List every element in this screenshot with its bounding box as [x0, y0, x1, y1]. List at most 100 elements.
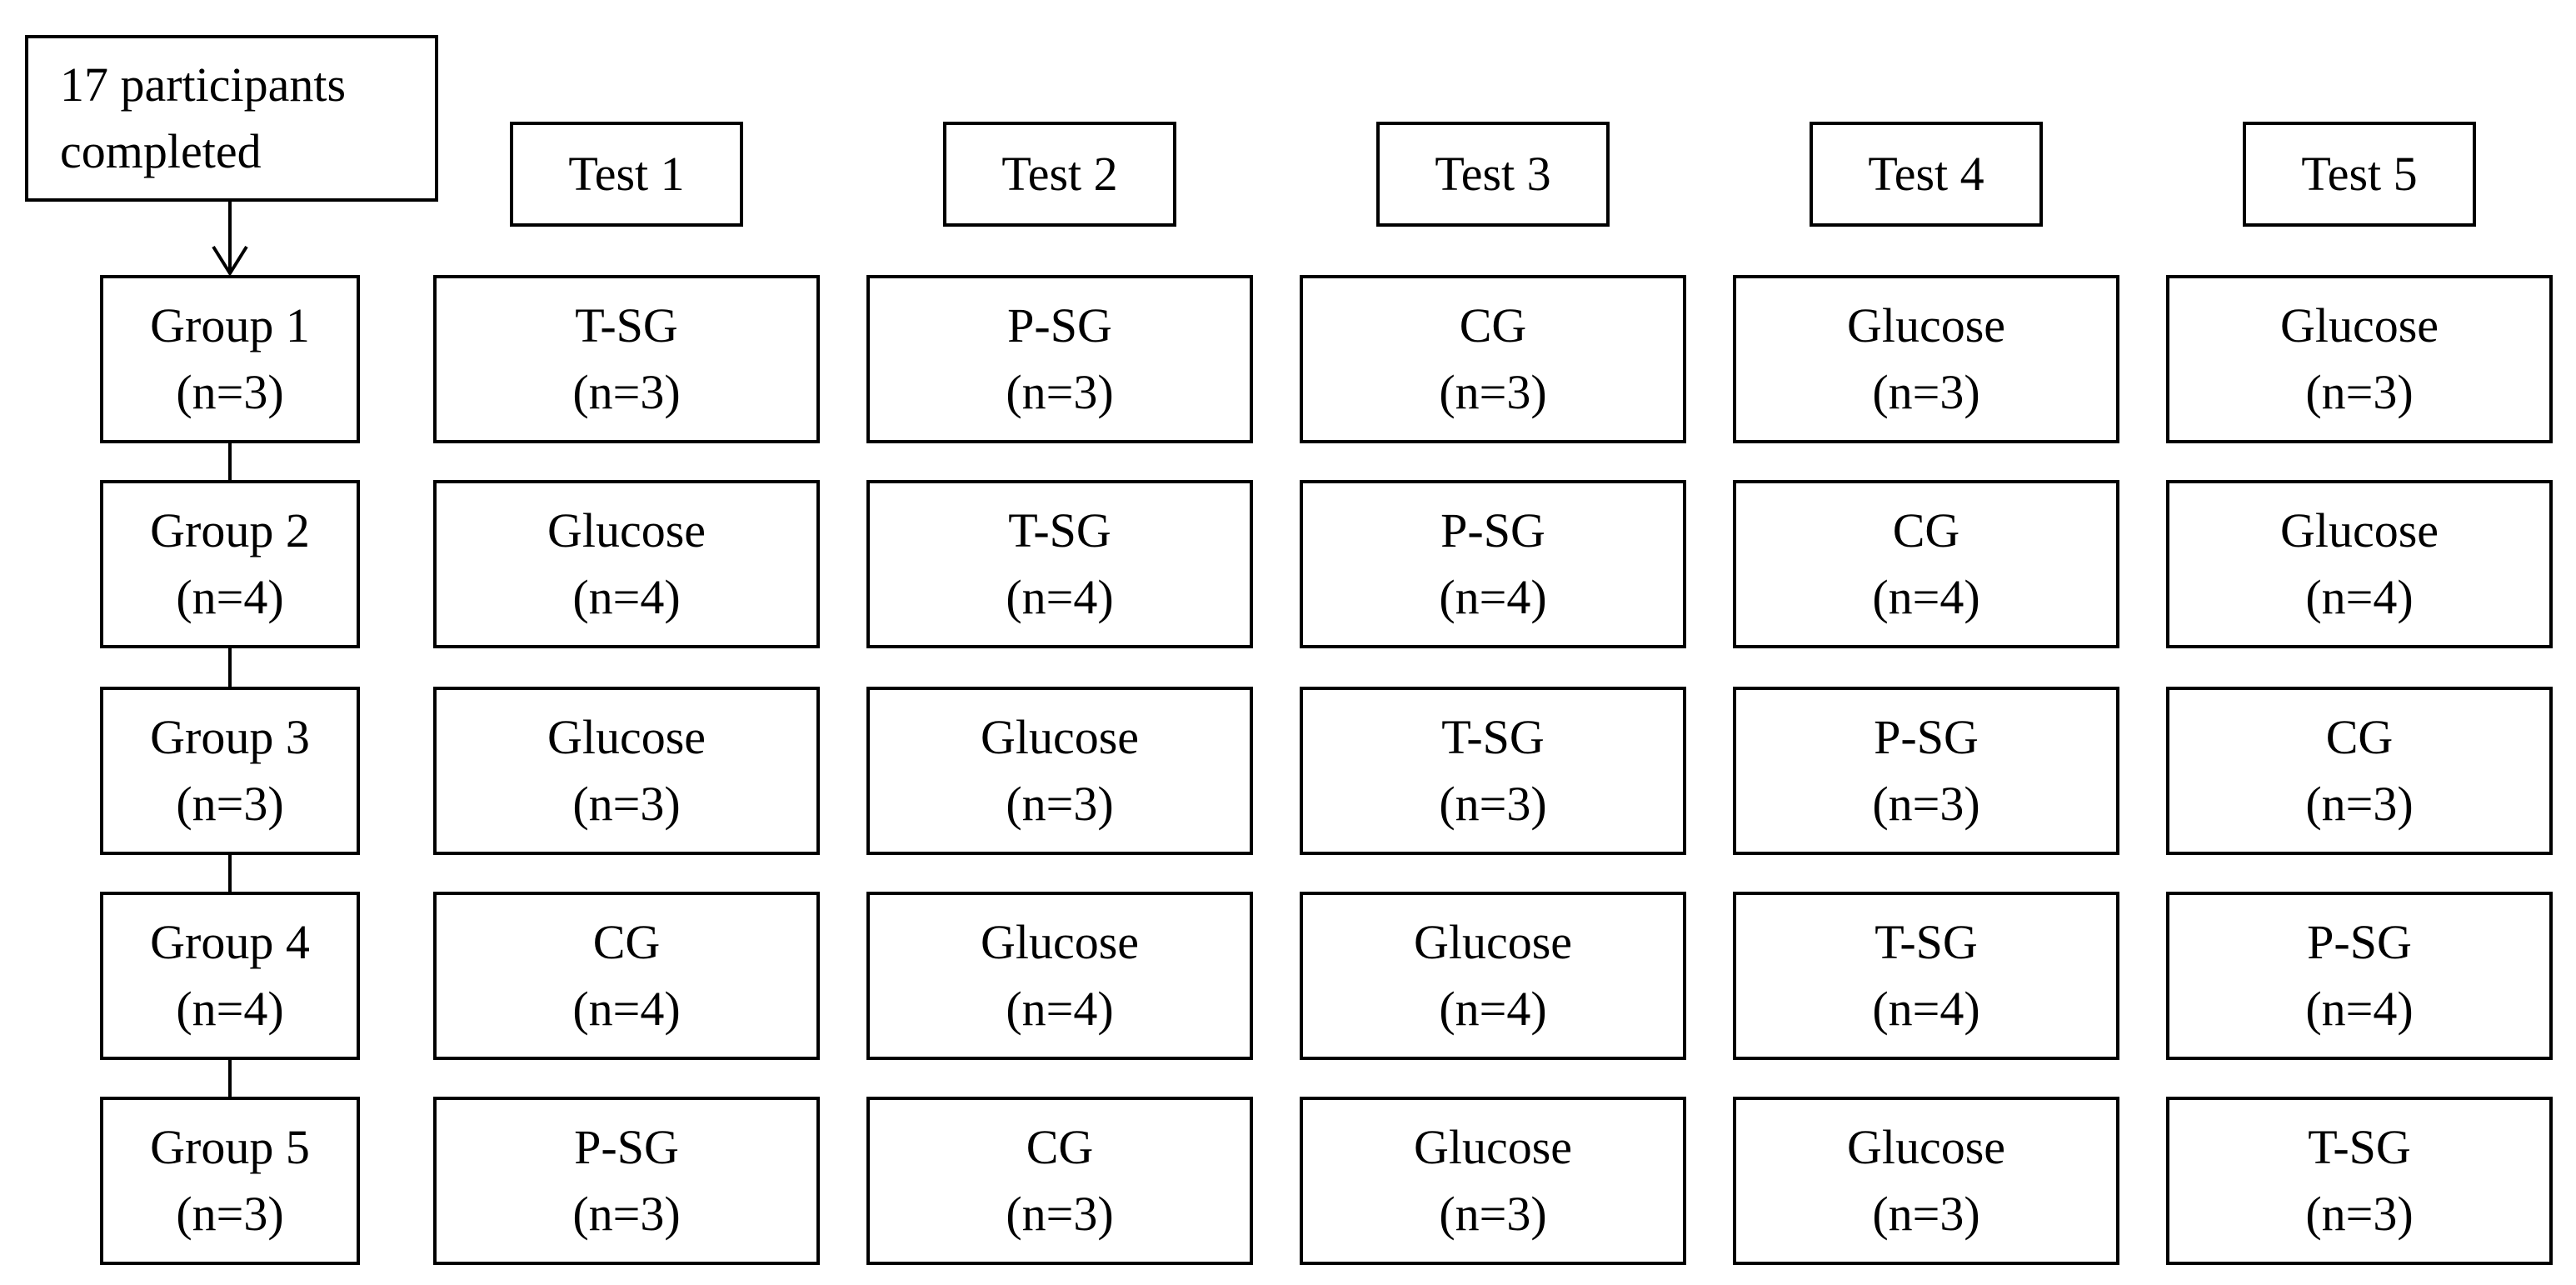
treatment-label: Glucose — [1846, 298, 2006, 352]
test-4-header: Test 4 — [1810, 122, 2043, 227]
group-count: (n=3) — [176, 777, 284, 831]
group-2-test-5-cell: Glucose (n=4) — [2166, 480, 2553, 648]
test-5-header: Test 5 — [2243, 122, 2476, 227]
treatment-count: (n=3) — [1872, 365, 1980, 419]
group-label: Group 5 — [150, 1120, 310, 1174]
group-5-box: Group 5 (n=3) — [100, 1097, 360, 1265]
treatment-count: (n=3) — [2305, 365, 2414, 419]
group-3-test-5-cell: CG (n=3) — [2166, 687, 2553, 855]
treatment-label: CG — [1026, 1120, 1094, 1174]
group-2-test-3-cell: P-SG (n=4) — [1300, 480, 1686, 648]
treatment-count: (n=3) — [2305, 777, 2414, 831]
treatment-count: (n=3) — [1439, 777, 1547, 831]
group-1-test-1-cell: T-SG (n=3) — [433, 275, 820, 443]
treatment-label: CG — [592, 915, 661, 969]
treatment-count: (n=4) — [572, 982, 681, 1036]
treatment-count: (n=3) — [2305, 1187, 2414, 1241]
group-4-test-5-cell: P-SG (n=4) — [2166, 892, 2553, 1060]
group-count: (n=4) — [176, 982, 284, 1036]
test-3-header: Test 3 — [1376, 122, 1610, 227]
treatment-count: (n=3) — [1872, 777, 1980, 831]
group-5-test-2-cell: CG (n=3) — [866, 1097, 1253, 1265]
treatment-count: (n=4) — [1439, 982, 1547, 1036]
treatment-label: T-SG — [2308, 1120, 2411, 1174]
treatment-count: (n=4) — [2305, 982, 2414, 1036]
treatment-label: T-SG — [1875, 915, 1978, 969]
group-label: Group 4 — [150, 915, 310, 969]
group-connector — [228, 647, 232, 687]
group-1-box: Group 1 (n=3) — [100, 275, 360, 443]
test-label: Test 4 — [1868, 147, 1984, 201]
treatment-label: Glucose — [980, 915, 1140, 969]
treatment-label: T-SG — [1441, 710, 1545, 764]
group-3-box: Group 3 (n=3) — [100, 687, 360, 855]
treatment-label: P-SG — [2307, 915, 2412, 969]
treatment-label: P-SG — [1440, 503, 1545, 558]
treatment-label: Glucose — [547, 503, 706, 558]
group-1-test-3-cell: CG (n=3) — [1300, 275, 1686, 443]
group-4-test-1-cell: CG (n=4) — [433, 892, 820, 1060]
test-label: Test 1 — [568, 147, 685, 201]
test-2-header: Test 2 — [943, 122, 1176, 227]
down-arrow-icon — [212, 198, 248, 277]
treatment-label: Glucose — [2279, 503, 2439, 558]
group-3-test-3-cell: T-SG (n=3) — [1300, 687, 1686, 855]
group-count: (n=3) — [176, 365, 284, 419]
group-2-test-2-cell: T-SG (n=4) — [866, 480, 1253, 648]
treatment-count: (n=4) — [2305, 570, 2414, 624]
test-label: Test 3 — [1435, 147, 1551, 201]
treatment-count: (n=4) — [1872, 982, 1980, 1036]
treatment-label: P-SG — [574, 1120, 679, 1174]
test-label: Test 5 — [2301, 147, 2418, 201]
group-5-test-3-cell: Glucose (n=3) — [1300, 1097, 1686, 1265]
treatment-label: Glucose — [980, 710, 1140, 764]
treatment-count: (n=4) — [1006, 982, 1114, 1036]
group-connector — [228, 1058, 232, 1097]
treatment-label: P-SG — [1874, 710, 1979, 764]
group-1-test-5-cell: Glucose (n=3) — [2166, 275, 2553, 443]
group-2-test-1-cell: Glucose (n=4) — [433, 480, 820, 648]
treatment-label: CG — [1892, 503, 1960, 558]
test-label: Test 2 — [1001, 147, 1118, 201]
treatment-count: (n=4) — [1006, 570, 1114, 624]
treatment-label: Glucose — [547, 710, 706, 764]
treatment-label: T-SG — [575, 298, 678, 352]
treatment-count: (n=3) — [1439, 1187, 1547, 1241]
group-4-test-3-cell: Glucose (n=4) — [1300, 892, 1686, 1060]
treatment-count: (n=4) — [1439, 570, 1547, 624]
treatment-count: (n=3) — [1006, 1187, 1114, 1241]
group-connector — [228, 853, 232, 892]
group-4-test-2-cell: Glucose (n=4) — [866, 892, 1253, 1060]
group-label: Group 1 — [150, 298, 310, 352]
group-2-test-4-cell: CG (n=4) — [1733, 480, 2119, 648]
group-3-test-1-cell: Glucose (n=3) — [433, 687, 820, 855]
treatment-count: (n=3) — [572, 365, 681, 419]
group-count: (n=3) — [176, 1187, 284, 1241]
group-5-test-4-cell: Glucose (n=3) — [1733, 1097, 2119, 1265]
treatment-count: (n=3) — [1439, 365, 1547, 419]
group-label: Group 2 — [150, 503, 310, 558]
group-label: Group 3 — [150, 710, 310, 764]
treatment-label: Glucose — [1846, 1120, 2006, 1174]
group-3-test-2-cell: Glucose (n=3) — [866, 687, 1253, 855]
group-connector — [228, 442, 232, 480]
group-5-test-5-cell: T-SG (n=3) — [2166, 1097, 2553, 1265]
group-4-test-4-cell: T-SG (n=4) — [1733, 892, 2119, 1060]
treatment-count: (n=3) — [1006, 365, 1114, 419]
treatment-label: T-SG — [1008, 503, 1111, 558]
group-2-box: Group 2 (n=4) — [100, 480, 360, 648]
treatment-count: (n=3) — [1006, 777, 1114, 831]
treatment-label: P-SG — [1007, 298, 1112, 352]
treatment-label: Glucose — [2279, 298, 2439, 352]
treatment-label: CG — [2325, 710, 2394, 764]
treatment-label: Glucose — [1413, 1120, 1573, 1174]
treatment-label: Glucose — [1413, 915, 1573, 969]
group-1-test-4-cell: Glucose (n=3) — [1733, 275, 2119, 443]
treatment-count: (n=3) — [572, 1187, 681, 1241]
group-3-test-4-cell: P-SG (n=3) — [1733, 687, 2119, 855]
treatment-label: CG — [1459, 298, 1527, 352]
treatment-count: (n=3) — [572, 777, 681, 831]
participants-box: 17 participants completed — [25, 35, 438, 202]
group-1-test-2-cell: P-SG (n=3) — [866, 275, 1253, 443]
group-4-box: Group 4 (n=4) — [100, 892, 360, 1060]
